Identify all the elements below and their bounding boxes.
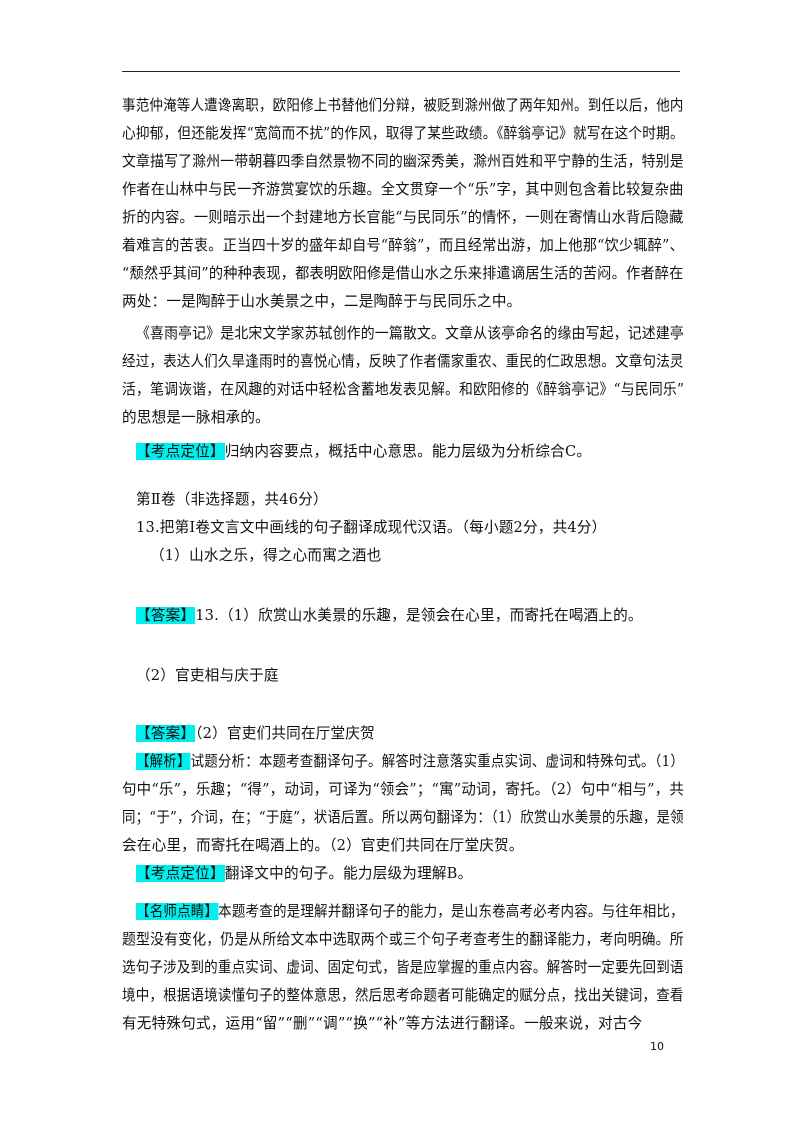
jiexi-row: 【解析】试题分析：本题考查翻译句子。解答时注意落实重点实词、虚词和特殊句式。（1… (136, 752, 684, 772)
kaodian-tag: 【考点定位】 (136, 443, 225, 460)
question-13: 13.把第Ⅰ卷文言文中画线的句子翻译成现代汉语。（每小题2分，共4分） (136, 519, 607, 536)
para1-line: 折的内容。一则暗示出一个封建地方长官能“与民同乐”的情怀，一则在寄情山水背后隐藏 (122, 209, 684, 226)
kaodian-tag: 【考点定位】 (136, 865, 225, 882)
kaodian-row: 【考点定位】归纳内容要点，概括中心意思。能力层级为分析综合C。 (136, 442, 591, 462)
jiexi-line: 同；“于”，介词，在；“于庭”，状语后置。所以两句翻译为：（1）欣赏山水美景的乐… (122, 809, 684, 826)
question-13-2: （2）官吏相与庆于庭 (136, 667, 279, 684)
jiexi-tag: 【解析】 (136, 753, 191, 770)
answer-tag: 【答案】 (136, 725, 196, 742)
kaodian-text: 归纳内容要点，概括中心意思。能力层级为分析综合C。 (224, 443, 592, 460)
para2-line: 的思想是一脉相承的。 (122, 409, 270, 426)
kaodian-row: 【考点定位】翻译文中的句子。能力层级为理解B。 (136, 864, 472, 884)
para1-line: 心抑郁，但还能发挥“宽简而不扰”的作风，取得了某些政绩。《醉翁亭记》就写在这个时… (122, 125, 684, 142)
mingshi-tag: 【名师点睛】 (136, 903, 219, 920)
question-13-1: （1）山水之乐，得之心而寓之酒也 (150, 547, 382, 564)
para2-line: 经过，表达人们久旱逢雨时的喜悦心情，反映了作者儒家重农、重民的仁政思想。文章句法… (122, 353, 684, 370)
para1-line: 着难言的苦衷。正当四十岁的盛年却自号“醉翁”，而且经常出游，加上他那“饮少辄醉”… (122, 237, 685, 254)
para1-line: 文章描写了滁州一带朝暮四季自然景物不同的幽深秀美，滁州百姓和平宁静的生活，特别是 (122, 153, 684, 170)
mingshi-row: 【名师点睛】本题考查的是理解并翻译句子的能力，是山东卷高考必考内容。与往年相比， (136, 902, 684, 922)
para2-line: 活，笔调诙谐，在风趣的对话中轻松含蓄地发表见解。和欧阳修的《醉翁亭记》“与民同乐… (122, 381, 685, 398)
mingshi-text: 本题考查的是理解并翻译句子的能力，是山东卷高考必考内容。与往年相比， (218, 903, 684, 920)
section-title: 第Ⅱ卷（非选择题，共46分） (136, 491, 328, 508)
answer-row-1: 【答案】13.（1）欣赏山水美景的乐趣，是领会在心里，而寄托在喝酒上的。 (136, 606, 643, 626)
header-rule (122, 71, 680, 72)
answer-tag: 【答案】 (136, 607, 196, 624)
page-number: 10 (650, 1040, 664, 1053)
mingshi-line: 题型没有变化，仍是从所给文本中选取两个或三个句子考查考生的翻译能力，考向明确。所 (122, 931, 684, 948)
mingshi-line: 选句子涉及到的重点实词、虚词、固定句式，皆是应掌握的重点内容。解答时一定要先回到… (122, 959, 684, 976)
para1-line: 作者在山林中与民一齐游赏宴饮的乐趣。全文贯穿一个“乐”字，其中则包含着比较复杂曲 (122, 181, 684, 198)
para1-line: 两处：一是陶醉于山水美景之中，二是陶醉于与民同乐之中。 (122, 293, 522, 310)
answer-text: （2）官吏们共同在厅堂庆贺 (195, 725, 375, 742)
para2-line: 《喜雨亭记》是北宋文学家苏轼创作的一篇散文。文章从该亭命名的缘由写起，记述建亭 (136, 325, 684, 342)
jiexi-line: 会在心里，而寄托在喝酒上的。（2）官吏们共同在厅堂庆贺。 (122, 837, 524, 854)
kaodian-text: 翻译文中的句子。能力层级为理解B。 (224, 865, 473, 882)
para1-line: 事范仲淹等人遭谗离职，欧阳修上书替他们分辩，被贬到滁州做了两年知州。到任以后，他… (122, 97, 684, 114)
mingshi-line: 境中，根据语境读懂句子的整体意思，然后思考命题者可能确定的赋分点，找出关键词，查… (122, 987, 684, 1004)
jiexi-text: 试题分析：本题考查翻译句子。解答时注意落实重点实词、虚词和特殊句式。（1） (190, 753, 684, 770)
mingshi-line: 有无特殊句式，运用“留”“删”“调”“换”“补”等方法进行翻译。一般来说，对古今 (122, 1015, 643, 1032)
answer-text: 13.（1）欣赏山水美景的乐趣，是领会在心里，而寄托在喝酒上的。 (195, 607, 643, 624)
answer-row-2: 【答案】（2）官吏们共同在厅堂庆贺 (136, 724, 375, 744)
jiexi-line: 句中“乐”，乐趣；“得”，动词，可译为“领会”；“寓”动词，寄托。（2）句中“相… (122, 781, 685, 798)
para1-line: “颓然乎其间”的种种表现，都表明欧阳修是借山水之乐来排遣谪居生活的苦闷。作者醉在 (122, 265, 684, 282)
